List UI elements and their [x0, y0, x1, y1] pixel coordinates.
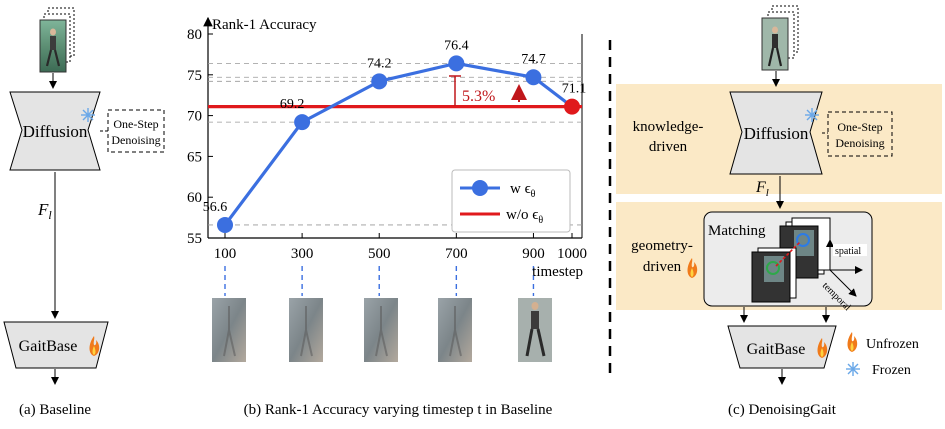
panel-c: knowledge- driven Diffusion One-Step Den… — [616, 5, 942, 418]
knowledge-line1: knowledge- — [633, 119, 704, 135]
series-with-eps-point — [294, 114, 311, 131]
y-tick-label: 75 — [187, 68, 202, 84]
series-with-eps-point — [371, 73, 388, 90]
fire-icon — [89, 336, 100, 356]
x-tick-label: 900 — [522, 246, 545, 262]
data-label: 74.2 — [367, 56, 392, 71]
panel-a: Diffusion One-Step Denoising Fl GaitBase… — [3, 7, 165, 418]
x-tick-label: 500 — [368, 246, 391, 262]
caption-a: (a) Baseline — [19, 402, 91, 418]
diffusion-label-a: Diffusion — [23, 122, 88, 141]
legend-unfrozen: Unfrozen — [847, 332, 919, 352]
gaitbase-block-c — [727, 325, 837, 369]
legend-frozen: Frozen — [846, 362, 911, 378]
snowflake-icon — [846, 362, 860, 376]
x-tick-label: 700 — [445, 246, 468, 262]
x-axis-label: timestep — [532, 264, 583, 280]
gaitbase-label-a: GaitBase — [19, 338, 78, 355]
diffusion-block-c — [729, 91, 823, 175]
frozen-label: Frozen — [872, 363, 911, 378]
feature-cubes — [751, 217, 831, 303]
legend-with-eps: w ϵθ — [510, 181, 536, 200]
legend-without-eps: w/o ϵθ — [506, 207, 543, 226]
gaitbase-block-a — [3, 321, 109, 369]
spatial-label: spatial — [835, 246, 861, 257]
series-with-eps-line — [223, 61, 573, 226]
unfrozen-label: Unfrozen — [866, 337, 919, 352]
diffusion-label-c: Diffusion — [744, 124, 809, 143]
x-tick-label: 100 — [214, 246, 237, 262]
y-tick-label: 60 — [187, 190, 202, 206]
snowflake-icon — [81, 108, 95, 122]
improvement-annotation: 5.3% — [449, 75, 527, 106]
geometry-line2: driven — [643, 259, 682, 275]
data-label: 69.2 — [280, 97, 305, 112]
feature-label-c: Fl — [755, 179, 769, 199]
y-tick-label: 70 — [187, 109, 202, 125]
fire-icon — [687, 258, 698, 278]
caption-b: (b) Rank-1 Accuracy varying timestep t i… — [244, 402, 553, 418]
axes-icon — [826, 239, 863, 297]
x-tick-label: 1000 — [557, 246, 587, 262]
fire-icon — [847, 332, 858, 352]
denoise-line1-c: One-Step — [837, 120, 882, 134]
denoise-line1-a: One-Step — [113, 117, 158, 131]
point-baseline-intersection — [564, 98, 580, 115]
input-frames-icon-c — [761, 5, 799, 71]
denoise-box-c — [827, 111, 893, 157]
snowflake-icon — [805, 108, 819, 122]
series-with-eps-point — [217, 216, 233, 233]
y-tick-label: 80 — [187, 27, 202, 43]
denoise-line2-c: Denoising — [835, 136, 884, 150]
diffusion-block-a — [9, 91, 101, 171]
improvement-label: 5.3% — [462, 88, 495, 105]
feature-label-a: Fl — [37, 200, 52, 222]
noisy-sample-thumbnails — [212, 298, 552, 362]
rank1-chart: 55 60 65 70 75 80 100 300 500 700 900 1000 56.6 69.2 7… — [187, 16, 587, 296]
input-frames-icon — [39, 7, 75, 73]
y-tick-label: 65 — [187, 149, 202, 165]
denoise-line2-a: Denoising — [111, 133, 160, 147]
knowledge-line2: driven — [649, 139, 688, 155]
y-tick-label: 55 — [187, 231, 202, 247]
data-label: 56.6 — [203, 200, 228, 215]
panel-b: Rank-1 Accuracy 55 60 65 70 75 80 100 300 500 700… — [187, 16, 587, 418]
fire-icon — [817, 338, 828, 358]
geometry-line1: geometry- — [631, 238, 693, 254]
data-label: 74.7 — [521, 52, 546, 67]
data-label: 76.4 — [444, 38, 469, 53]
x-tick-label: 300 — [291, 246, 314, 262]
series-with-eps-point — [448, 55, 465, 72]
matching-label: Matching — [708, 223, 766, 239]
y-axis-label: Rank-1 Accuracy — [212, 17, 317, 33]
series-with-eps-point — [525, 69, 542, 86]
caption-c: (c) DenoisingGait — [728, 402, 837, 418]
chart-legend: w ϵθ w/o ϵθ — [451, 169, 571, 233]
gaitbase-label-c: GaitBase — [747, 341, 806, 358]
data-label: 71.1 — [562, 82, 587, 97]
